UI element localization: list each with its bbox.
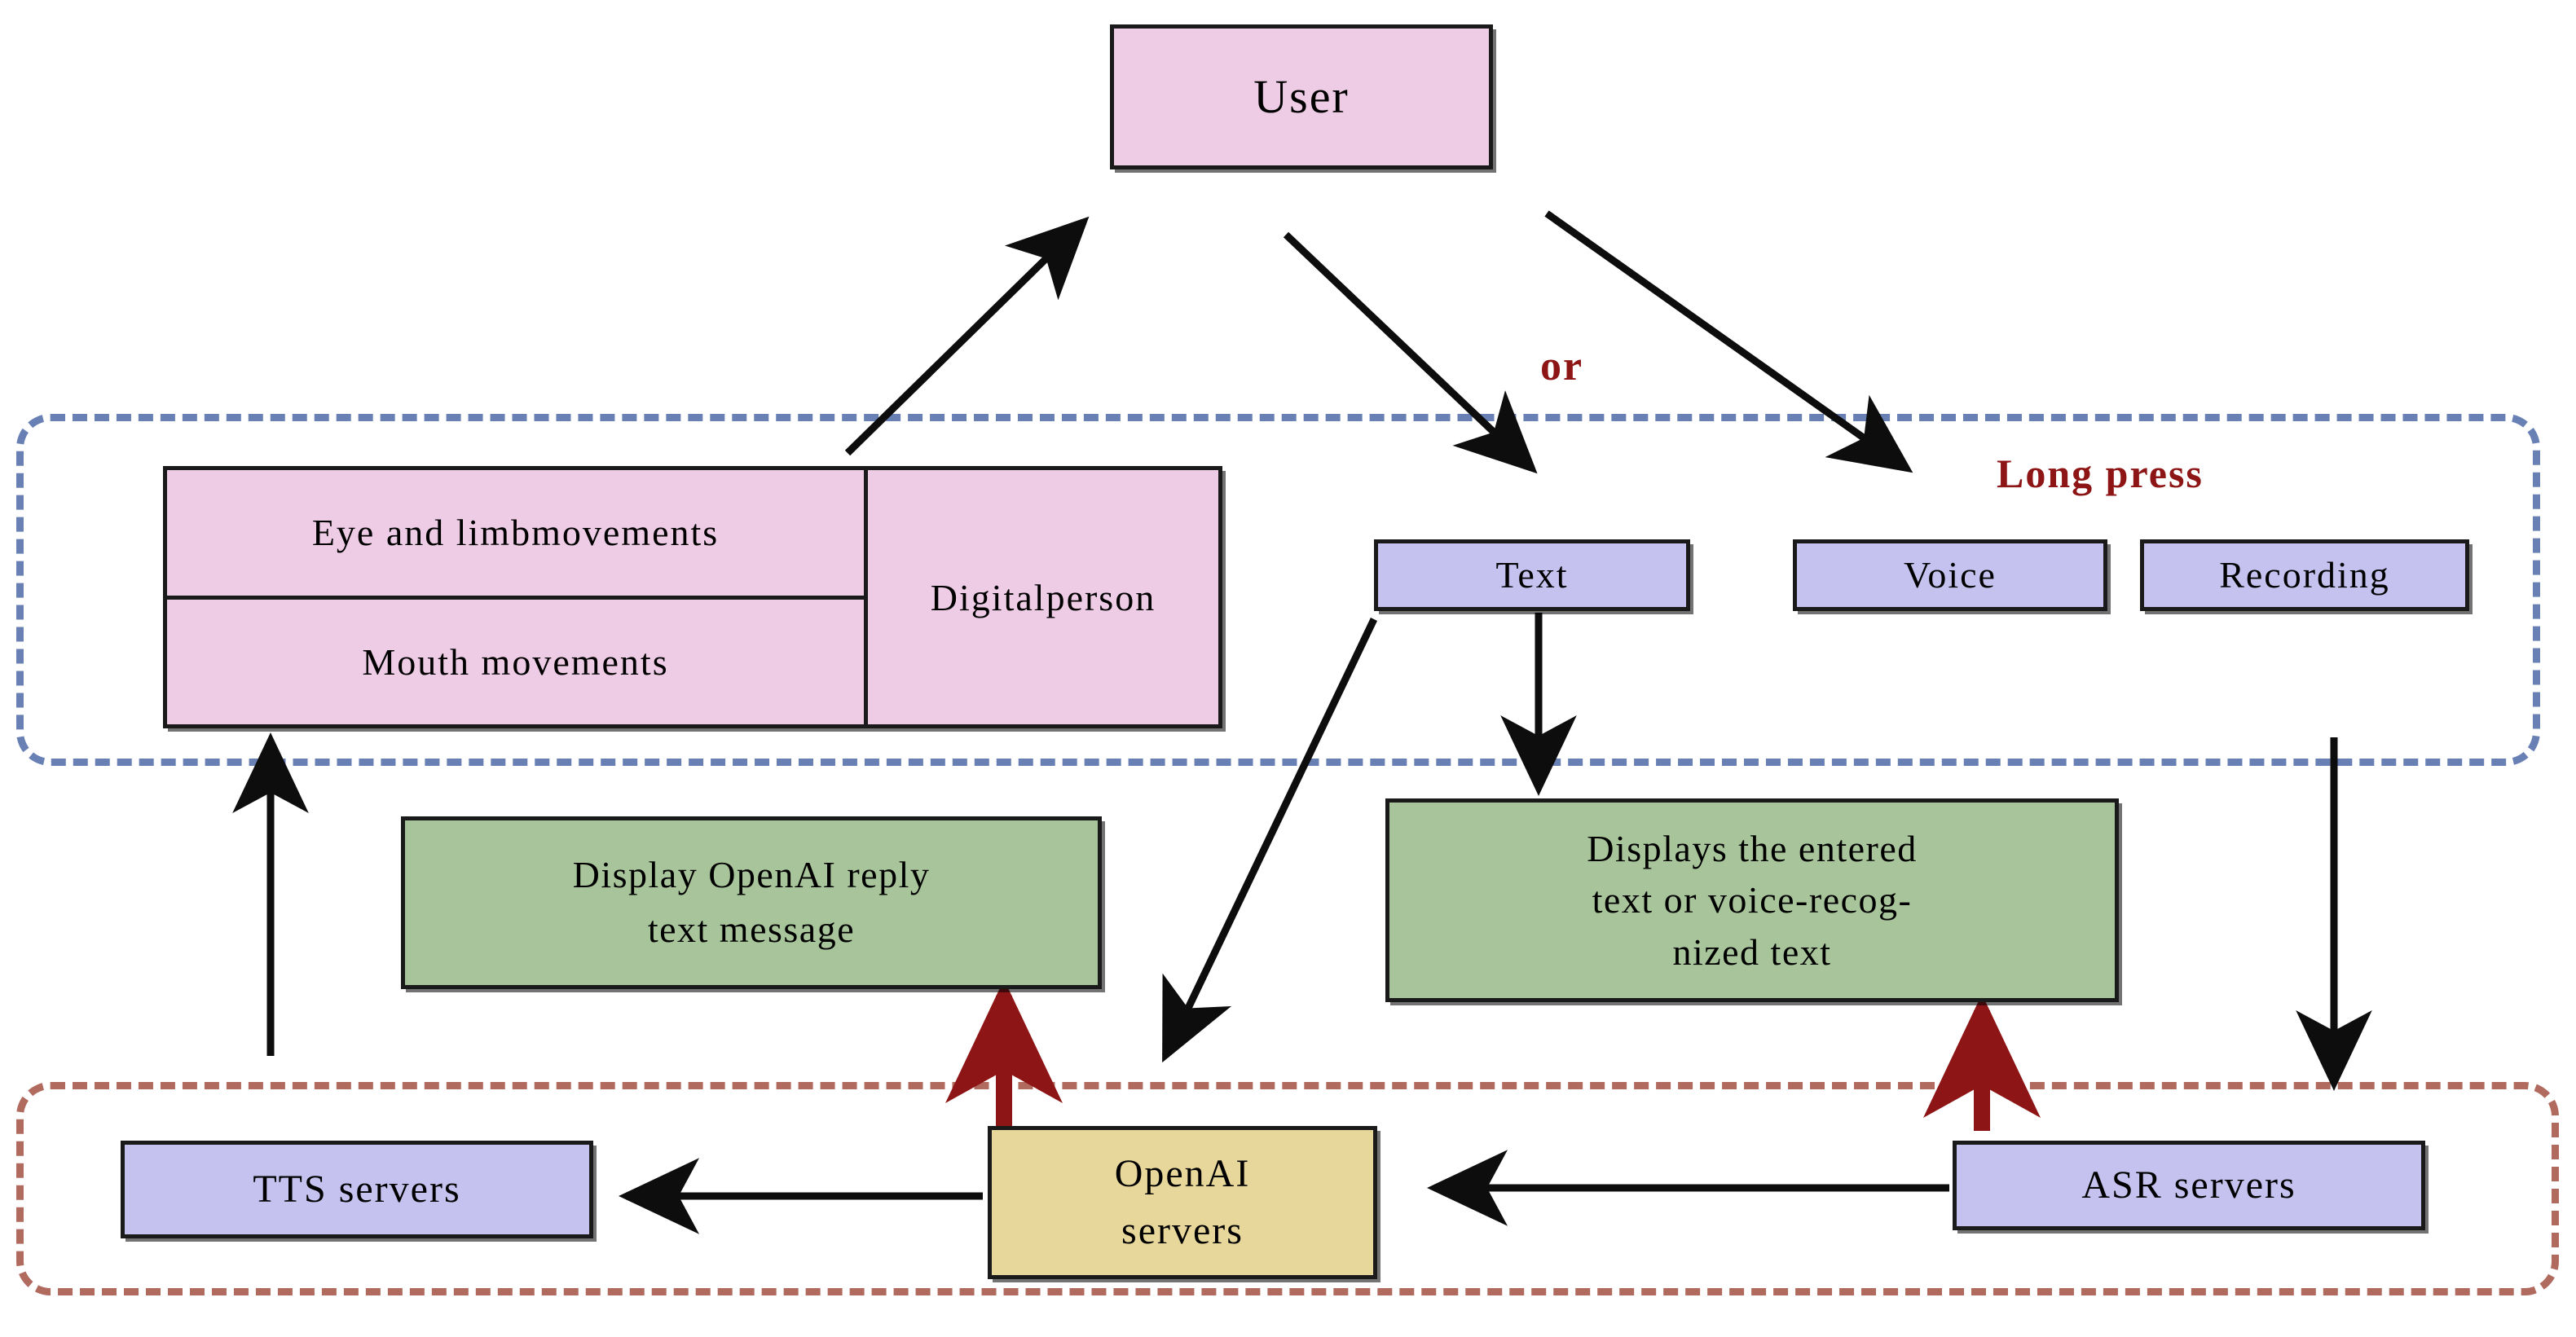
node-digital-person-label[interactable]: Digital person [864, 470, 1218, 724]
eye-and-limb-line-2: movements [531, 511, 720, 553]
digital-person-left-column: Eye and limb movements Mouth movements [167, 470, 864, 724]
node-text[interactable]: Text [1374, 539, 1690, 611]
node-mouth-movements[interactable]: Mouth movements [362, 640, 669, 683]
display-reply-text: Display OpenAI reply text message [573, 848, 931, 957]
openai-servers-line-2: servers [1121, 1209, 1244, 1252]
display-reply-line-1: Display OpenAI reply [572, 854, 931, 896]
digital-person-line-1: Digital [930, 576, 1046, 618]
node-digital-person-group[interactable]: Eye and limb movements Mouth movements D… [163, 466, 1222, 728]
node-voice[interactable]: Voice [1793, 539, 2107, 611]
openai-servers-text: OpenAI servers [1115, 1146, 1251, 1259]
displays-entered-text-body: Displays the entered text or voice-recog… [1587, 823, 1918, 978]
displays-entered-line-3: nized text [1672, 930, 1832, 973]
node-display-openai-reply[interactable]: Display OpenAI reply text message [401, 816, 1102, 989]
node-tts-servers[interactable]: TTS servers [121, 1141, 593, 1238]
node-eye-and-limb-movements[interactable]: Eye and limb movements [167, 470, 864, 600]
openai-servers-line-1: OpenAI [1114, 1152, 1251, 1196]
displays-entered-line-1: Displays the entered [1587, 827, 1918, 869]
node-recording[interactable]: Recording [2140, 539, 2469, 611]
eye-and-limb-line-1: Eye and limb [311, 511, 532, 553]
node-asr-servers[interactable]: ASR servers [1953, 1141, 2425, 1230]
displays-entered-line-2: text or voice-recog- [1592, 879, 1913, 921]
edge-label-or: or [1540, 343, 1584, 389]
group-cloud-services [16, 1082, 2559, 1295]
digital-person-line-2: person [1046, 576, 1156, 618]
node-openai-servers[interactable]: OpenAI servers [988, 1126, 1377, 1279]
display-reply-line-2: text message [647, 908, 856, 950]
node-displays-entered-text[interactable]: Displays the entered text or voice-recog… [1385, 798, 2119, 1002]
node-user[interactable]: User [1110, 24, 1493, 169]
edge-label-long-press: Long press [1997, 451, 2204, 496]
